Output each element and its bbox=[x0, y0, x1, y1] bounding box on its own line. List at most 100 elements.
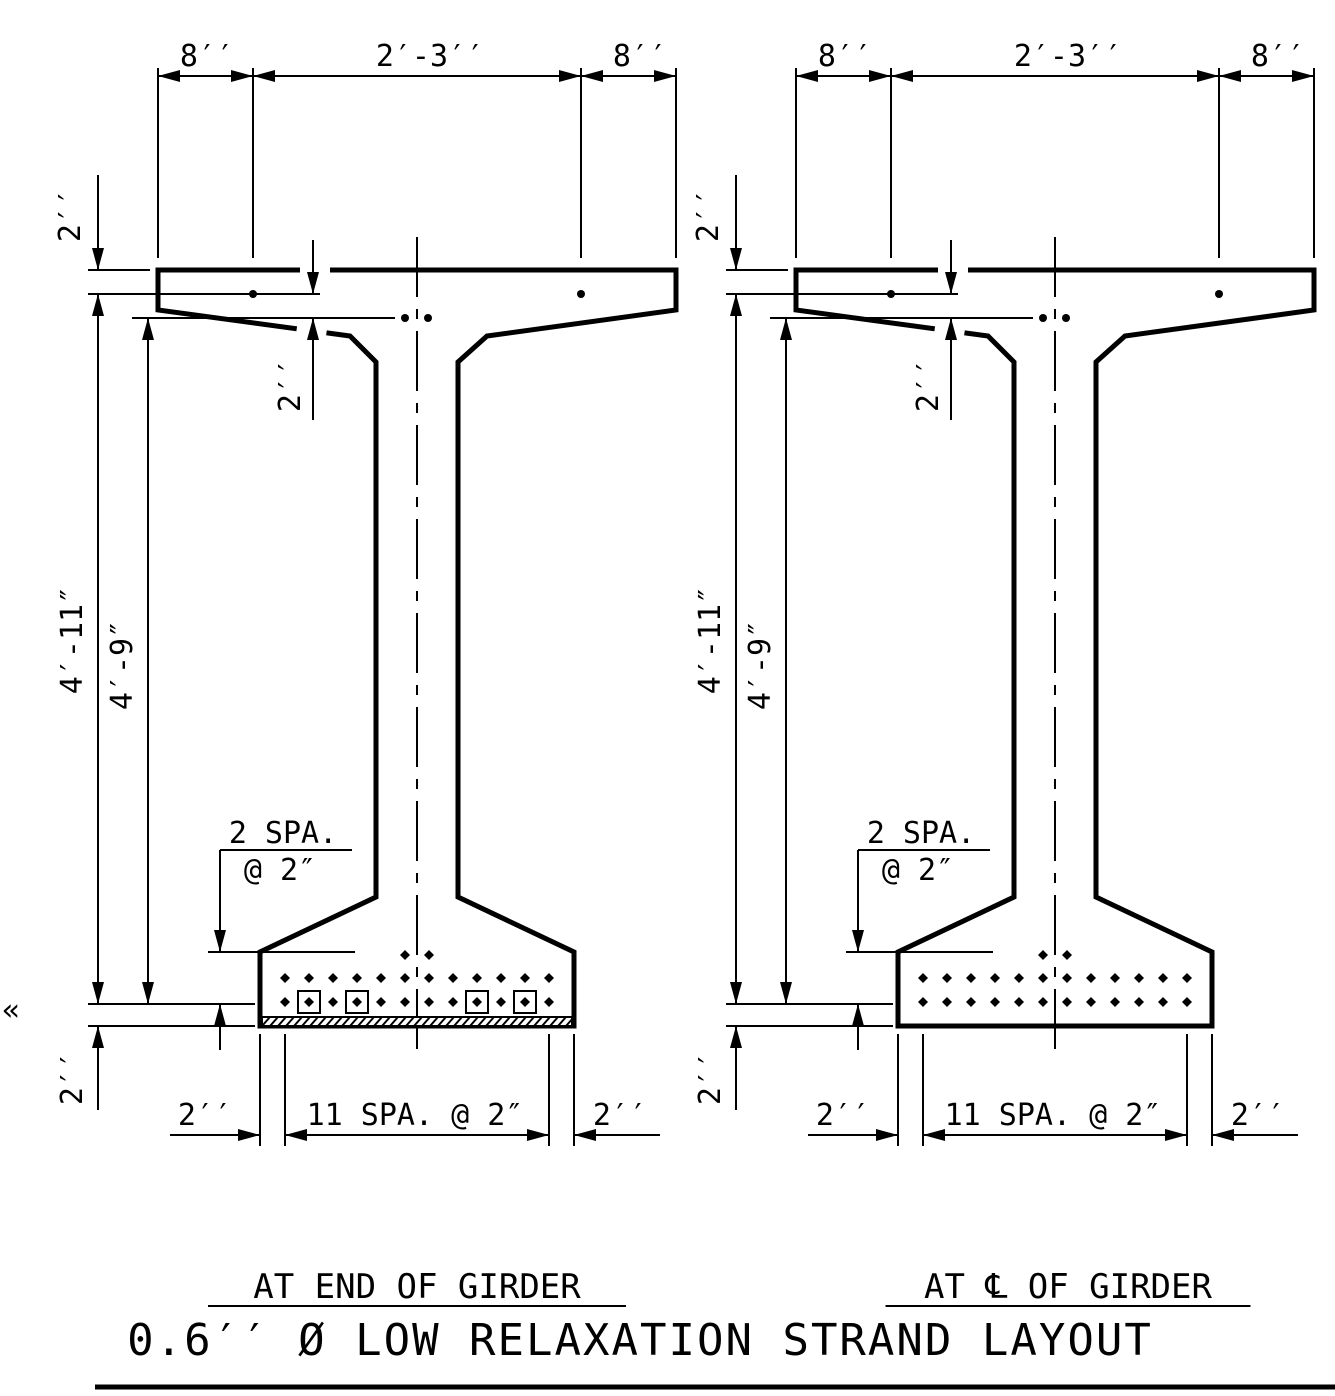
strand bbox=[1014, 997, 1024, 1007]
strand bbox=[990, 973, 1000, 983]
strand bbox=[520, 973, 530, 983]
top-strand bbox=[401, 314, 409, 322]
arrowhead bbox=[796, 70, 818, 82]
dim-strand-height: 4′-9″ bbox=[743, 620, 778, 710]
strand bbox=[520, 997, 530, 1007]
dim-bottom-right-edge: 2′′ bbox=[1231, 1098, 1285, 1133]
dim-bottom-left-edge: 2′′ bbox=[816, 1098, 870, 1133]
strand bbox=[496, 973, 506, 983]
strand bbox=[352, 997, 362, 1007]
dim-flange-top-offset: 2′′ bbox=[691, 188, 726, 242]
strand bbox=[376, 997, 386, 1007]
strand bbox=[400, 997, 410, 1007]
arrowhead bbox=[92, 248, 104, 270]
drawing-title: 0.6′′ Ø LOW RELAXATION STRAND LAYOUT bbox=[127, 1315, 1153, 1366]
bearing-hatch bbox=[261, 1016, 575, 1027]
strand bbox=[496, 997, 506, 1007]
arrowhead bbox=[574, 1129, 596, 1141]
arrowhead bbox=[142, 982, 154, 1004]
arrowhead bbox=[945, 318, 957, 340]
strand bbox=[1062, 950, 1072, 960]
arrowhead bbox=[730, 248, 742, 270]
strand bbox=[942, 973, 952, 983]
arrowhead bbox=[1219, 70, 1241, 82]
strand bbox=[1062, 973, 1072, 983]
top-strand bbox=[1215, 290, 1223, 298]
arrowhead bbox=[1292, 70, 1314, 82]
arrowhead bbox=[852, 1004, 864, 1026]
top-strand bbox=[424, 314, 432, 322]
arrowhead bbox=[92, 294, 104, 316]
arrowhead bbox=[869, 70, 891, 82]
dim-bottom-right-edge: 2′′ bbox=[593, 1098, 647, 1133]
strand bbox=[1062, 997, 1072, 1007]
arrowhead bbox=[730, 982, 742, 1004]
arrowhead bbox=[945, 272, 957, 294]
debonded-strand-box bbox=[465, 990, 489, 1014]
dim-overall-height: 4′-11″ bbox=[693, 586, 728, 694]
strand bbox=[1086, 997, 1096, 1007]
arrowhead bbox=[654, 70, 676, 82]
strand bbox=[1086, 973, 1096, 983]
dim-flange-bottom-offset: 2′′ bbox=[911, 358, 946, 412]
dim-overall-height: 4′-11″ bbox=[55, 586, 90, 694]
strand bbox=[1038, 950, 1048, 960]
dim-bottom-offset: 2′′ bbox=[55, 1051, 90, 1105]
strand bbox=[400, 950, 410, 960]
strand bbox=[1110, 997, 1120, 1007]
strand bbox=[942, 997, 952, 1007]
arrowhead bbox=[1197, 70, 1219, 82]
arrowhead bbox=[307, 318, 319, 340]
strand bbox=[1182, 997, 1192, 1007]
arrowhead bbox=[92, 1026, 104, 1048]
dim-vertical-spacing-count: 2 SPA. bbox=[229, 816, 337, 851]
strand bbox=[544, 973, 554, 983]
strand bbox=[1134, 973, 1144, 983]
strand bbox=[424, 997, 434, 1007]
arrowhead bbox=[231, 70, 253, 82]
margin-mark: « bbox=[2, 993, 20, 1028]
strand bbox=[1182, 973, 1192, 983]
dim-vertical-spacing-pitch: @ 2″ bbox=[244, 853, 316, 888]
strand bbox=[544, 997, 554, 1007]
strand bbox=[990, 997, 1000, 1007]
section-centerline-of-girder: 8′′2′-3′′8′′2′′2′′4′-11″4′-9″2′′2 SPA.@ … bbox=[691, 39, 1317, 1307]
arrowhead bbox=[1212, 1129, 1234, 1141]
arrowhead bbox=[253, 70, 275, 82]
arrowhead bbox=[238, 1129, 260, 1141]
dim-flange-bottom-offset: 2′′ bbox=[273, 358, 308, 412]
dim-strand-height: 4′-9″ bbox=[105, 620, 140, 710]
strand bbox=[376, 973, 386, 983]
strand bbox=[1110, 973, 1120, 983]
strand bbox=[966, 973, 976, 983]
girder-outline bbox=[793, 267, 1317, 1029]
strand bbox=[448, 973, 458, 983]
strand bbox=[1134, 997, 1144, 1007]
dim-top-right-edge: 8′′ bbox=[1251, 39, 1305, 74]
dim-top-right-edge: 8′′ bbox=[613, 39, 667, 74]
strand bbox=[966, 997, 976, 1007]
strand bbox=[304, 997, 314, 1007]
arrowhead bbox=[780, 982, 792, 1004]
top-strand bbox=[577, 290, 585, 298]
strand bbox=[918, 997, 928, 1007]
strand bbox=[448, 997, 458, 1007]
strand bbox=[918, 973, 928, 983]
arrowhead bbox=[214, 930, 226, 952]
strand bbox=[280, 973, 290, 983]
dim-top-left-edge: 8′′ bbox=[818, 39, 872, 74]
arrowhead bbox=[876, 1129, 898, 1141]
strand bbox=[424, 950, 434, 960]
strand bbox=[304, 973, 314, 983]
strand bbox=[328, 997, 338, 1007]
arrowhead bbox=[780, 318, 792, 340]
dim-top-middle: 2′-3′′ bbox=[376, 39, 484, 74]
arrowhead bbox=[581, 70, 603, 82]
arrowhead bbox=[923, 1129, 945, 1141]
arrowhead bbox=[142, 318, 154, 340]
dim-top-left-edge: 8′′ bbox=[180, 39, 234, 74]
arrowhead bbox=[1165, 1129, 1187, 1141]
section-subtitle: AT ℄ OF GIRDER bbox=[924, 1267, 1212, 1307]
arrowhead bbox=[307, 272, 319, 294]
